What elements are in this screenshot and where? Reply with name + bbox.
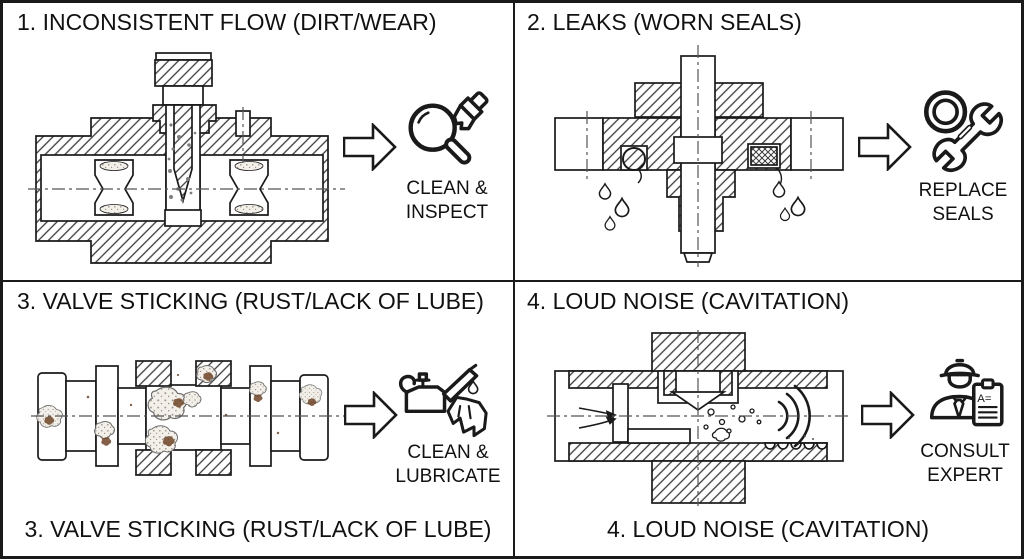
action-caption-2: REPLACE SEALS <box>898 179 1021 227</box>
quadrant-3-footer: 3. VALVE STICKING (RUST/LACK OF LUBE) <box>24 516 492 542</box>
right-block-arrow-icon <box>344 391 398 439</box>
engineer-with-clipboard-icon: A= <box>929 358 1004 427</box>
right-block-arrow-icon <box>861 391 915 439</box>
magnifier-and-brush-icon <box>408 91 489 165</box>
clipboard-text: A= <box>977 393 992 405</box>
action-caption-4-line2: EXPERT <box>927 465 1003 486</box>
action-caption-3: CLEAN & LUBRICATE <box>385 441 511 489</box>
worn-seals-diagram <box>554 45 844 267</box>
action-caption-3-line2: LUBRICATE <box>395 466 501 487</box>
action-caption-1-line2: INSPECT <box>405 202 489 223</box>
action-caption-1-line1: CLEAN & <box>406 178 488 199</box>
quadrant-4-title: 4. LOUD NOISE (CAVITATION) <box>527 288 850 314</box>
dirt-debris-particles <box>167 123 197 202</box>
action-caption-2-line1: REPLACE <box>918 180 1008 201</box>
action-caption-3-line1: CLEAN & <box>407 442 489 463</box>
o-ring-and-wrench-icon <box>923 90 1004 173</box>
quadrant-4-footer: 4. LOUD NOISE (CAVITATION) <box>606 516 930 542</box>
quadrant-2-title: 2. LEAKS (WORN SEALS) <box>527 9 802 35</box>
right-block-arrow-icon <box>343 123 397 171</box>
o-ring-seal <box>622 147 646 171</box>
packing-seal <box>750 146 778 166</box>
action-caption-2-line2: SEALS <box>932 204 994 225</box>
horizontal-divider <box>3 280 1021 282</box>
rust-spots <box>44 372 317 447</box>
oil-can-and-rag-icon <box>398 363 488 438</box>
quadrant-1-title: 1. INCONSISTENT FLOW (DIRT/WEAR) <box>17 9 437 35</box>
quadrant-3-title: 3. VALVE STICKING (RUST/LACK OF LUBE) <box>17 288 484 314</box>
cavitation-valve-diagram <box>547 330 849 506</box>
action-caption-4-line1: CONSULT <box>920 441 1010 462</box>
flow-arrows <box>578 407 617 429</box>
action-caption-1: CLEAN & INSPECT <box>381 177 513 225</box>
action-caption-4: CONSULT EXPERT <box>901 440 1021 488</box>
right-block-arrow-icon <box>858 123 912 171</box>
needle-valve-diagram <box>28 52 345 264</box>
rusty-spool-diagram <box>31 360 345 476</box>
vertical-divider <box>513 3 515 556</box>
